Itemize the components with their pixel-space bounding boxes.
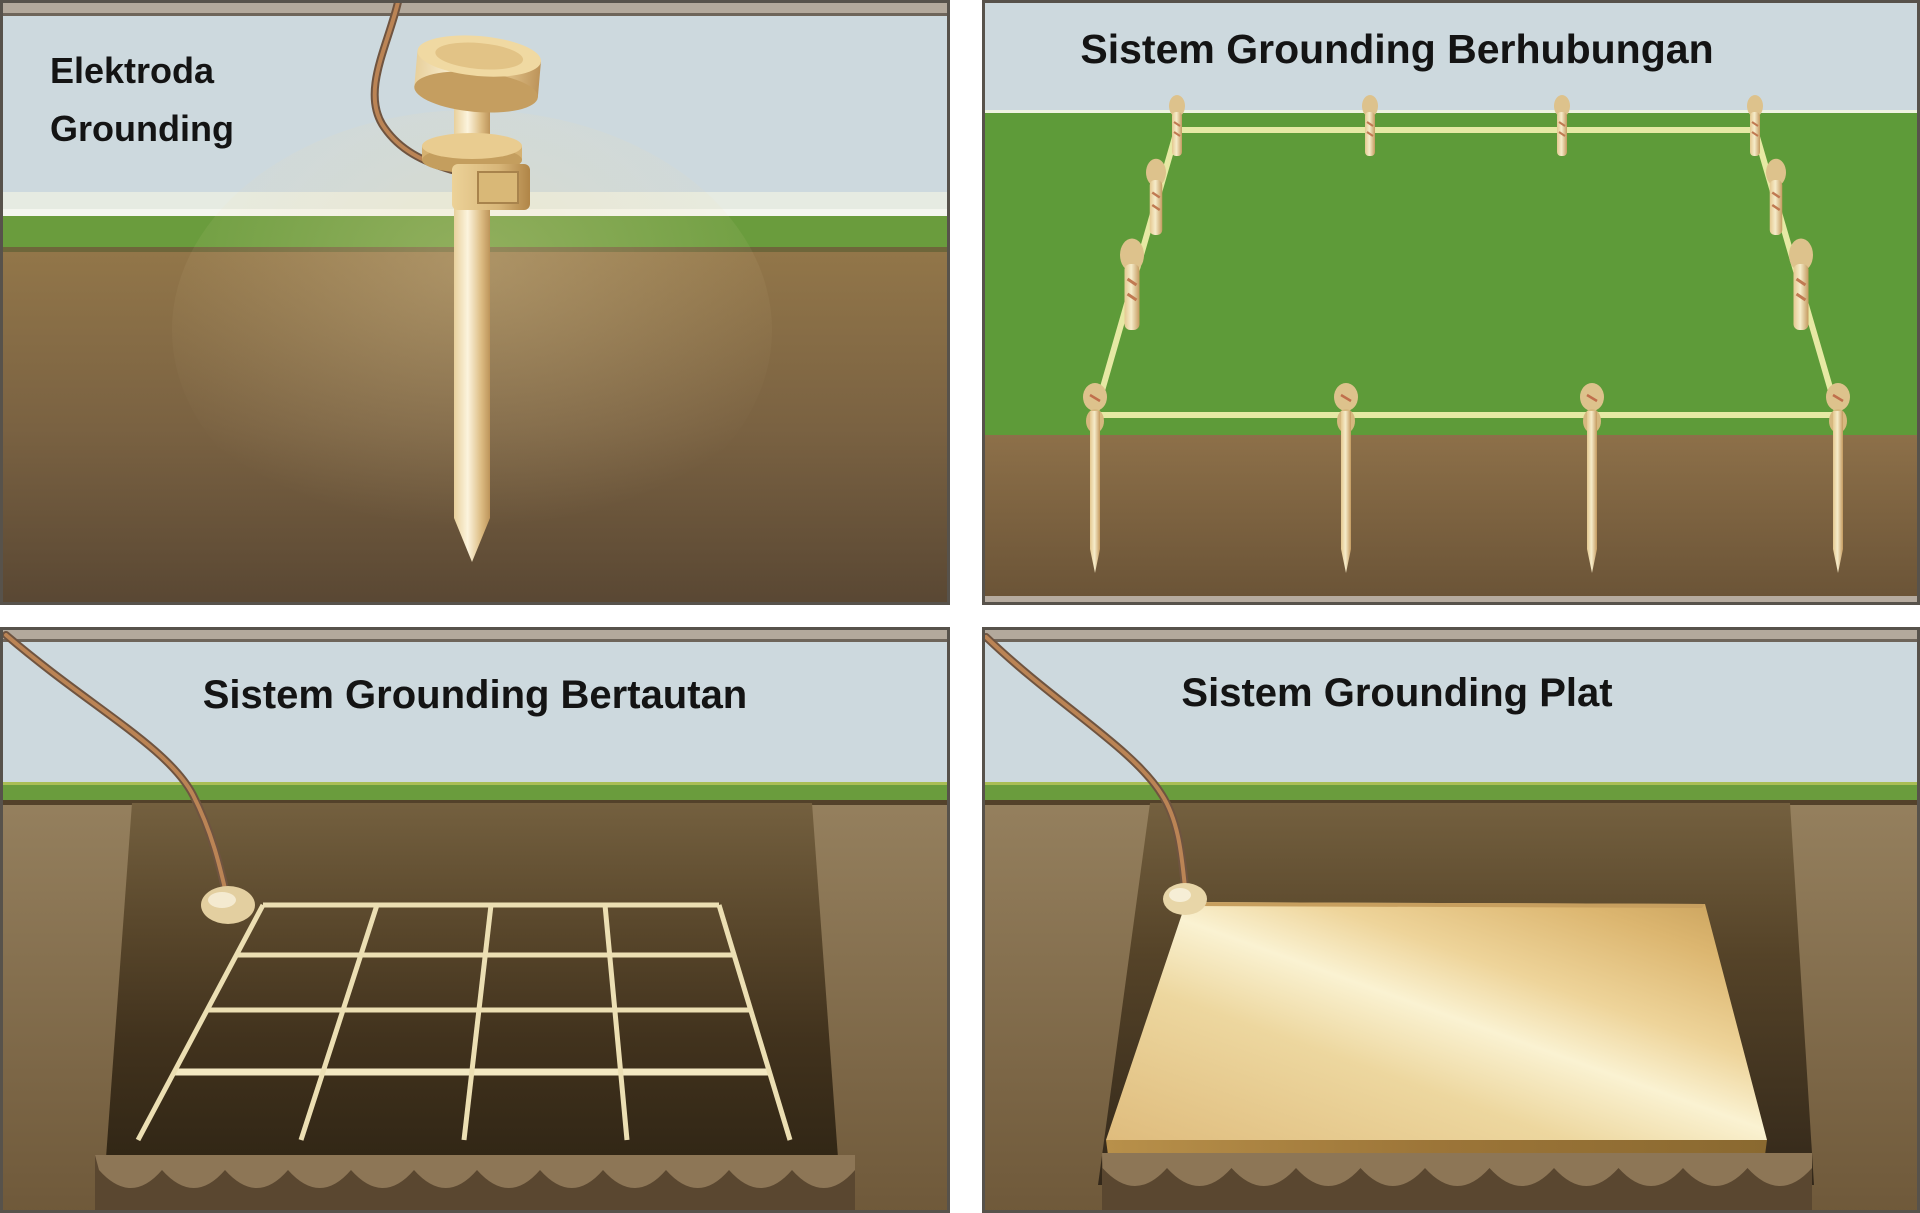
title-line-2: Grounding (50, 107, 234, 149)
panel-border (0, 0, 950, 605)
top-cap-bar (0, 0, 950, 13)
grounding-bertautan-graphic (0, 627, 950, 1213)
soil-shadow-line (982, 800, 1920, 805)
elektroda-grounding-graphic (0, 0, 950, 605)
grass-strip (982, 785, 1920, 800)
cap-bar-edge (0, 13, 950, 16)
grass-highlight (0, 782, 950, 786)
panel-border (0, 627, 950, 1213)
rod-clamp (422, 133, 530, 210)
sky (982, 0, 1920, 113)
panel-title-berhubungan: Sistem Grounding Berhubungan (1080, 26, 1714, 72)
panel-sistem-grounding-plat: Sistem Grounding Plat (982, 627, 1920, 1213)
panel-title-elektroda: Elektroda Grounding (50, 42, 234, 157)
panel-border (982, 627, 1920, 1213)
rod-cap-inner (435, 42, 524, 70)
soil-shadow-line (0, 800, 950, 805)
plate-surface (1106, 902, 1767, 1140)
title-line-1: Elektroda (50, 50, 215, 91)
weld-joint (201, 886, 255, 924)
grass-strip (0, 785, 950, 800)
plate-back-edge (1186, 902, 1705, 908)
excavation-pit (104, 803, 840, 1185)
clamp-bolt-face (477, 171, 519, 204)
soil-cutaway-zigzag (1102, 1153, 1812, 1186)
soil-cutaway-zigzag (95, 1155, 855, 1188)
weld-joint (1163, 883, 1207, 915)
plate-front-edge (1106, 1140, 1767, 1155)
cap-bar-edge (0, 639, 950, 642)
ground-plate (1106, 902, 1767, 1155)
cap-bar-edge (982, 639, 1920, 642)
panel-sistem-grounding-bertautan: Sistem Grounding Bertautan (0, 627, 950, 1213)
weld-highlight (208, 892, 236, 908)
copper-wire-core (4, 633, 228, 895)
mesh-v-line (716, 904, 793, 1141)
clamp-ring-top (422, 133, 522, 159)
copper-wire (982, 633, 1189, 891)
horizon-line (982, 110, 1920, 114)
copper-wire-core (984, 635, 1187, 889)
panel-title-plat: Sistem Grounding Plat (1181, 671, 1613, 715)
grounding-plat-graphic (982, 627, 1920, 1213)
bottom-strip (982, 596, 1920, 605)
mesh-grid (135, 902, 793, 1147)
mesh-v-line (602, 904, 630, 1141)
panel-title-bertautan: Sistem Grounding Bertautan (202, 673, 748, 717)
mesh-v-line (135, 903, 266, 1142)
rod-cap (414, 35, 542, 113)
mesh-v-line (298, 904, 380, 1141)
panel-border (982, 0, 1920, 605)
rod-tip (454, 518, 490, 562)
weld-highlight (1169, 888, 1191, 902)
grass-highlight (982, 782, 1920, 786)
mesh-v-line (461, 904, 494, 1141)
panel-elektroda-grounding: Elektroda Grounding (0, 0, 950, 605)
panel-sistem-grounding-berhubungan: Sistem Grounding Berhubungan (982, 0, 1920, 605)
sky (0, 642, 950, 785)
copper-wire (2, 631, 230, 897)
earth-cutaway (982, 435, 1920, 597)
rod-cap-bottom (414, 71, 538, 113)
grounding-berhubungan-graphic (982, 0, 1920, 605)
